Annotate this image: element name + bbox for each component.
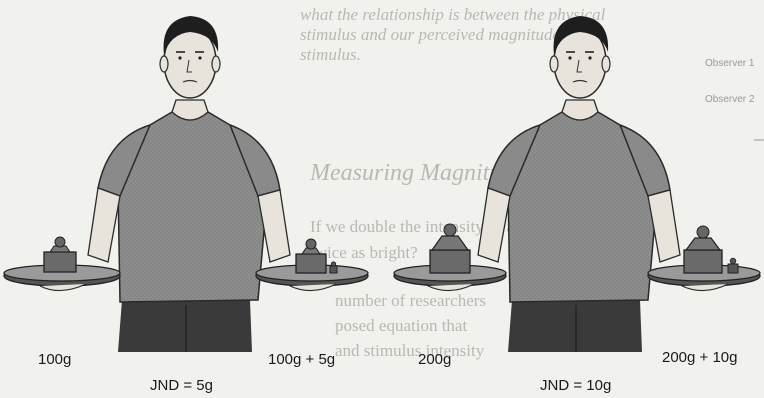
label-right-tray-210g: 200g + 10g bbox=[662, 349, 738, 366]
bg-text-line-1: what the relationship is between the phy… bbox=[300, 5, 606, 24]
bg-text-line-3: stimulus. bbox=[300, 45, 361, 64]
label-right-tray-200g: 200g bbox=[418, 351, 451, 368]
bg-side-label-1: Observer 1 bbox=[705, 58, 755, 69]
weight-5g bbox=[330, 266, 337, 273]
right-person bbox=[478, 16, 680, 352]
weight-100g bbox=[44, 252, 76, 272]
label-left-tray-105g: 100g + 5g bbox=[268, 351, 335, 368]
bg-text-line-9: and stimulus intensity bbox=[335, 341, 485, 360]
bg-text-line-7: number of researchers bbox=[335, 291, 486, 310]
right-pants bbox=[508, 300, 642, 352]
label-jnd-right: JND = 10g bbox=[540, 377, 611, 394]
weight-100g bbox=[296, 254, 326, 273]
bg-side-label-2: Observer 2 bbox=[705, 94, 755, 105]
left-pants bbox=[118, 300, 252, 352]
label-left-tray-100g: 100g bbox=[38, 351, 71, 368]
weight-10g bbox=[728, 264, 738, 273]
label-jnd-left: JND = 5g bbox=[150, 377, 213, 394]
weight-200g bbox=[684, 250, 722, 273]
weight-200g bbox=[430, 250, 470, 273]
bg-text-line-8: posed equation that bbox=[335, 316, 467, 335]
left-person bbox=[88, 16, 290, 352]
